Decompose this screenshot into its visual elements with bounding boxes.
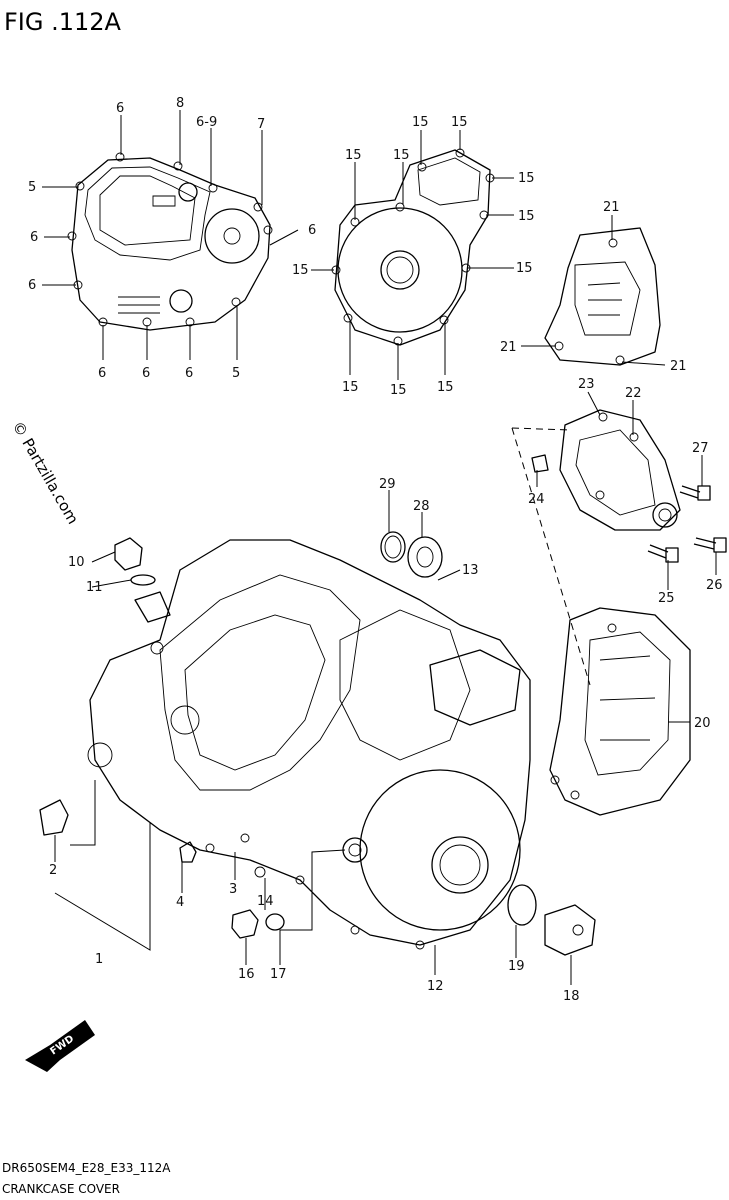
callout-label: 19 — [508, 959, 525, 974]
callout-label: 6 — [142, 366, 150, 381]
callout-label: 5 — [28, 180, 36, 195]
callout-label: 21 — [603, 200, 620, 215]
callout-label: 3 — [229, 882, 237, 897]
callout-label: 15 — [516, 261, 533, 276]
callout-label: 13 — [462, 563, 479, 578]
callout-label: 27 — [692, 441, 709, 456]
clutch-cover-drawing — [68, 153, 272, 330]
crankcase-drawing — [40, 538, 530, 949]
callout-label: 21 — [500, 340, 517, 355]
watermark: © Partzilla.com — [9, 418, 82, 527]
callout-label: 7 — [257, 117, 265, 132]
callout-label: 6-9 — [196, 115, 217, 130]
callout-label: 15 — [518, 209, 535, 224]
callout-label: 23 — [578, 377, 595, 392]
bolts-drawing — [648, 486, 726, 562]
callout-label: 16 — [238, 967, 255, 982]
callout-label: 15 — [393, 148, 410, 163]
callout-label: 21 — [670, 359, 687, 374]
callout-label: 6 — [185, 366, 193, 381]
callout-label: 15 — [292, 263, 309, 278]
callout-label: 14 — [257, 894, 274, 909]
magneto-cover-drawing — [332, 149, 494, 345]
callout-label: 11 — [86, 580, 103, 595]
leader-lines — [42, 110, 716, 985]
figure-title: FIG .112A — [4, 8, 122, 36]
callout-label: 15 — [412, 115, 429, 130]
callout-label: 17 — [270, 967, 287, 982]
callout-label: 25 — [658, 591, 675, 606]
callout-label: 15 — [451, 115, 468, 130]
callout-label: 20 — [694, 716, 711, 731]
callout-label: 15 — [518, 171, 535, 186]
callout-label: 6 — [30, 230, 38, 245]
callout-label: 15 — [437, 380, 454, 395]
callout-label: 15 — [390, 383, 407, 398]
sprocket-cover-drawing — [545, 228, 660, 365]
callout-label: 22 — [625, 386, 642, 401]
callout-label: 12 — [427, 979, 444, 994]
callout-label: 26 — [706, 578, 723, 593]
callout-label: 10 — [68, 555, 85, 570]
inner-cover-drawing — [550, 608, 690, 815]
callout-label: 6 — [98, 366, 106, 381]
plugs-drawing — [232, 885, 595, 955]
callout-label: 15 — [342, 380, 359, 395]
callout-label: 6 — [308, 223, 316, 238]
callout-labels: 6 8 6-9 7 5 6 6 6 6 6 6 6 5 15 15 15 15 … — [28, 96, 723, 1004]
fwd-arrow: FWD — [25, 1020, 95, 1072]
callout-label: 1 — [95, 952, 103, 967]
callout-label: 5 — [232, 366, 240, 381]
bearing-drawing — [381, 532, 442, 577]
pump-cover-drawing — [532, 410, 680, 530]
footer-caption: CRANKCASE COVER — [2, 1182, 120, 1196]
footer-code: DR650SEM4_E28_E33_112A — [2, 1161, 171, 1175]
callout-label: 15 — [345, 148, 362, 163]
callout-label: 6 — [116, 101, 124, 116]
callout-label: 18 — [563, 989, 580, 1004]
callout-label: 4 — [176, 895, 184, 910]
callout-label: 24 — [528, 492, 545, 507]
callout-label: 6 — [28, 278, 36, 293]
callout-label: 29 — [379, 477, 396, 492]
callout-label: 2 — [49, 863, 57, 878]
callout-label: 8 — [176, 96, 184, 111]
callout-label: 28 — [413, 499, 430, 514]
